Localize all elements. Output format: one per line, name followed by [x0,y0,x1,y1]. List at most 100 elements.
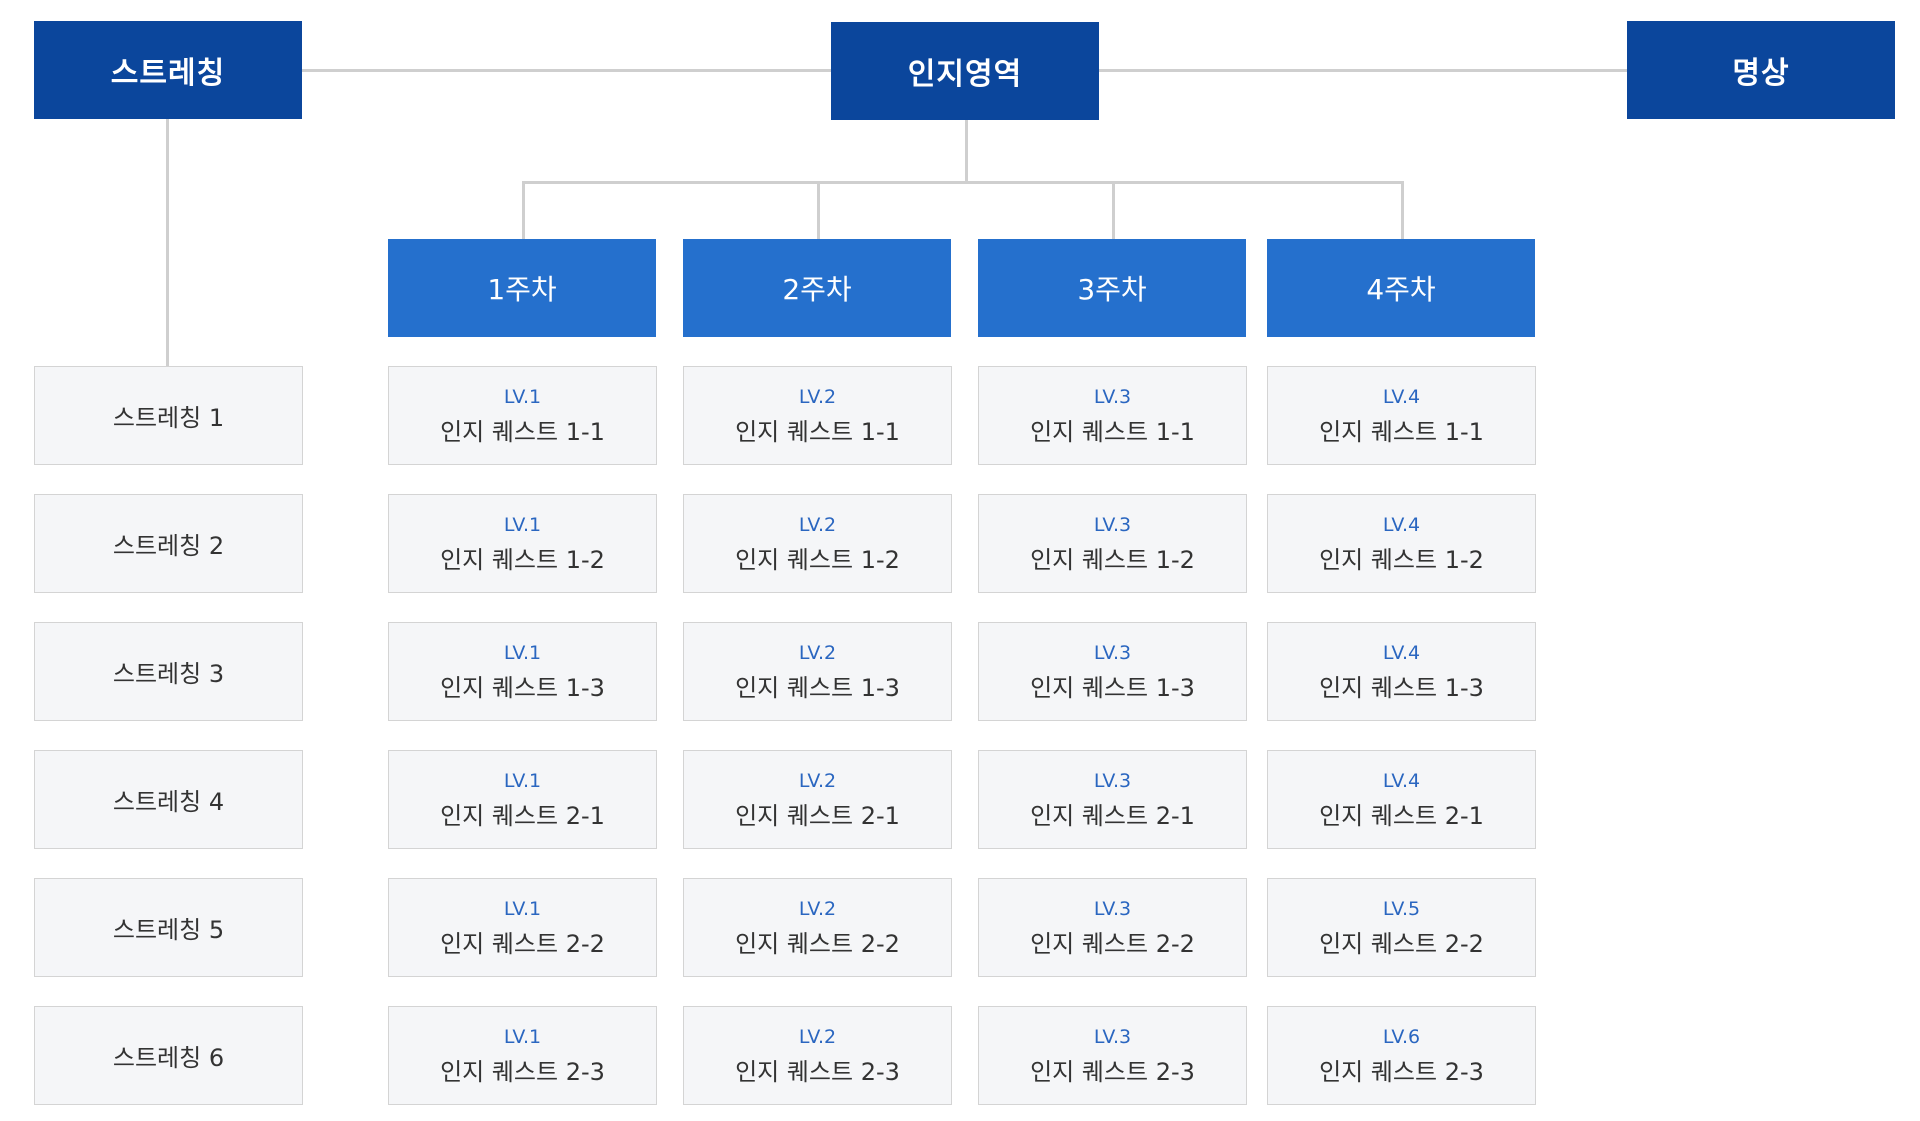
quest-name: 인지 퀘스트 1-2 [735,546,900,574]
quest-level: LV.3 [1093,770,1132,792]
cognitive-header-label: 인지영역 [907,57,1023,92]
quest-name: 인지 퀘스트 2-3 [1319,1058,1484,1086]
quest-level: LV.1 [503,514,542,536]
week-4-box: 4주차 [1267,239,1535,337]
stretching-item-label: 스트레칭 1 [112,404,225,432]
quest-level: LV.4 [1382,514,1421,536]
quest-name: 인지 퀘스트 2-1 [735,802,900,830]
quest-level: LV.1 [503,898,542,920]
quest-level: LV.1 [503,642,542,664]
quest-level: LV.1 [503,1026,542,1048]
quest-name: 인지 퀘스트 1-1 [735,418,900,446]
quest-name: 인지 퀘스트 2-2 [440,930,605,958]
quest-name: 인지 퀘스트 2-2 [1319,930,1484,958]
quest-name: 인지 퀘스트 1-2 [1319,546,1484,574]
stretching-item-2: 스트레칭 2 [34,494,303,593]
quest-name: 인지 퀘스트 1-1 [1319,418,1484,446]
quest-level: LV.4 [1382,770,1421,792]
quest-card: LV.4 인지 퀘스트 1-3 [1267,622,1536,721]
connector-stretching-vertical [166,118,169,367]
quest-card: LV.1 인지 퀘스트 1-3 [388,622,657,721]
quest-card: LV.3 인지 퀘스트 1-1 [978,366,1247,465]
quest-card: LV.1 인지 퀘스트 1-1 [388,366,657,465]
quest-card: LV.4 인지 퀘스트 1-1 [1267,366,1536,465]
quest-card: LV.3 인지 퀘스트 2-2 [978,878,1247,977]
quest-name: 인지 퀘스트 2-3 [735,1058,900,1086]
quest-card: LV.6 인지 퀘스트 2-3 [1267,1006,1536,1105]
quest-card: LV.2 인지 퀘스트 1-3 [683,622,952,721]
week-label: 3주차 [1077,273,1147,306]
stretching-item-label: 스트레칭 5 [112,916,225,944]
quest-name: 인지 퀘스트 1-3 [1030,674,1195,702]
stretching-item-label: 스트레칭 4 [112,788,225,816]
quest-name: 인지 퀘스트 1-1 [440,418,605,446]
quest-name: 인지 퀘스트 2-1 [1319,802,1484,830]
quest-level: LV.3 [1093,1026,1132,1048]
connector-week2 [817,181,820,239]
quest-name: 인지 퀘스트 2-3 [440,1058,605,1086]
quest-card: LV.3 인지 퀘스트 2-3 [978,1006,1247,1105]
quest-level: LV.1 [503,386,542,408]
stretching-item-3: 스트레칭 3 [34,622,303,721]
cognitive-header-box: 인지영역 [831,22,1099,120]
quest-card: LV.1 인지 퀘스트 2-1 [388,750,657,849]
quest-name: 인지 퀘스트 2-1 [440,802,605,830]
quest-name: 인지 퀘스트 2-2 [1030,930,1195,958]
quest-card: LV.3 인지 퀘스트 1-2 [978,494,1247,593]
week-label: 1주차 [487,273,557,306]
stretching-header-box: 스트레칭 [34,21,302,119]
quest-level: LV.3 [1093,386,1132,408]
quest-card: LV.2 인지 퀘스트 2-2 [683,878,952,977]
connector-weeks-horizontal [522,181,1403,184]
quest-name: 인지 퀘스트 1-3 [440,674,605,702]
stretching-header-label: 스트레칭 [110,56,226,91]
quest-level: LV.3 [1093,642,1132,664]
quest-name: 인지 퀘스트 2-2 [735,930,900,958]
quest-level: LV.1 [503,770,542,792]
quest-card: LV.1 인지 퀘스트 2-2 [388,878,657,977]
stretching-item-4: 스트레칭 4 [34,750,303,849]
meditation-header-box: 명상 [1627,21,1895,119]
quest-level: LV.2 [798,1026,837,1048]
meditation-header-label: 명상 [1732,56,1790,91]
quest-name: 인지 퀘스트 2-3 [1030,1058,1195,1086]
stretching-item-label: 스트레칭 3 [112,660,225,688]
quest-level: LV.3 [1093,514,1132,536]
quest-level: LV.4 [1382,386,1421,408]
quest-card: LV.1 인지 퀘스트 2-3 [388,1006,657,1105]
week-2-box: 2주차 [683,239,951,337]
quest-name: 인지 퀘스트 1-1 [1030,418,1195,446]
quest-level: LV.6 [1382,1026,1421,1048]
quest-name: 인지 퀘스트 2-1 [1030,802,1195,830]
quest-card: LV.4 인지 퀘스트 2-1 [1267,750,1536,849]
stretching-item-1: 스트레칭 1 [34,366,303,465]
quest-name: 인지 퀘스트 1-2 [1030,546,1195,574]
quest-level: LV.2 [798,386,837,408]
quest-card: LV.3 인지 퀘스트 1-3 [978,622,1247,721]
week-label: 2주차 [782,273,852,306]
quest-level: LV.2 [798,642,837,664]
quest-card: LV.1 인지 퀘스트 1-2 [388,494,657,593]
quest-level: LV.4 [1382,642,1421,664]
quest-card: LV.2 인지 퀘스트 2-3 [683,1006,952,1105]
stretching-item-label: 스트레칭 6 [112,1044,225,1072]
quest-level: LV.2 [798,770,837,792]
connector-week4 [1401,181,1404,239]
week-1-box: 1주차 [388,239,656,337]
quest-level: LV.2 [798,898,837,920]
connector-week3 [1112,181,1115,239]
quest-card: LV.4 인지 퀘스트 1-2 [1267,494,1536,593]
quest-name: 인지 퀘스트 1-2 [440,546,605,574]
connector-week1 [522,181,525,239]
quest-card: LV.2 인지 퀘스트 2-1 [683,750,952,849]
stretching-item-5: 스트레칭 5 [34,878,303,977]
quest-level: LV.2 [798,514,837,536]
week-3-box: 3주차 [978,239,1246,337]
quest-level: LV.5 [1382,898,1421,920]
quest-level: LV.3 [1093,898,1132,920]
quest-card: LV.2 인지 퀘스트 1-2 [683,494,952,593]
week-label: 4주차 [1366,273,1436,306]
quest-card: LV.2 인지 퀘스트 1-1 [683,366,952,465]
quest-name: 인지 퀘스트 1-3 [1319,674,1484,702]
quest-card: LV.5 인지 퀘스트 2-2 [1267,878,1536,977]
